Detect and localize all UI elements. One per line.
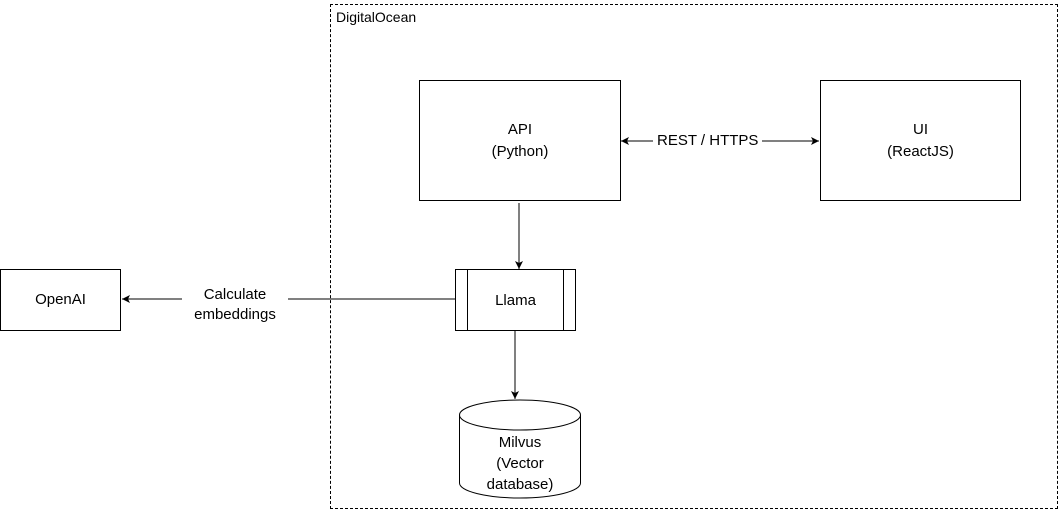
llama-shape [455,269,576,331]
milvus-subtitle-1: (Vector [496,455,544,472]
digitalocean-boundary [330,4,1058,509]
milvus-subtitle-2: database) [486,476,554,493]
llama-node: Llama [468,270,563,330]
boundary-label: DigitalOcean [336,9,417,25]
api-title: API [507,120,533,138]
ui-node: UI (ReactJS) [820,80,1021,201]
edge-label-rest-https: REST / HTTPS [653,131,763,151]
milvus-cylinder [459,399,581,499]
edge-label-line-1: Calculate [203,286,267,303]
ui-subtitle: (ReactJS) [887,142,954,160]
ui-title: UI [913,120,928,138]
edge-label-calculate-embeddings: Calculate embeddings [182,285,288,325]
llama-label: Llama [495,291,536,309]
openai-label: OpenAI [35,291,86,308]
openai-node: OpenAI [0,269,121,331]
milvus-title: Milvus [498,434,542,451]
api-node: API (Python) [419,80,621,201]
api-subtitle: (Python) [491,142,549,160]
milvus-node: Milvus (Vector database) [459,432,581,495]
edge-label-line-2: embeddings [194,306,276,323]
